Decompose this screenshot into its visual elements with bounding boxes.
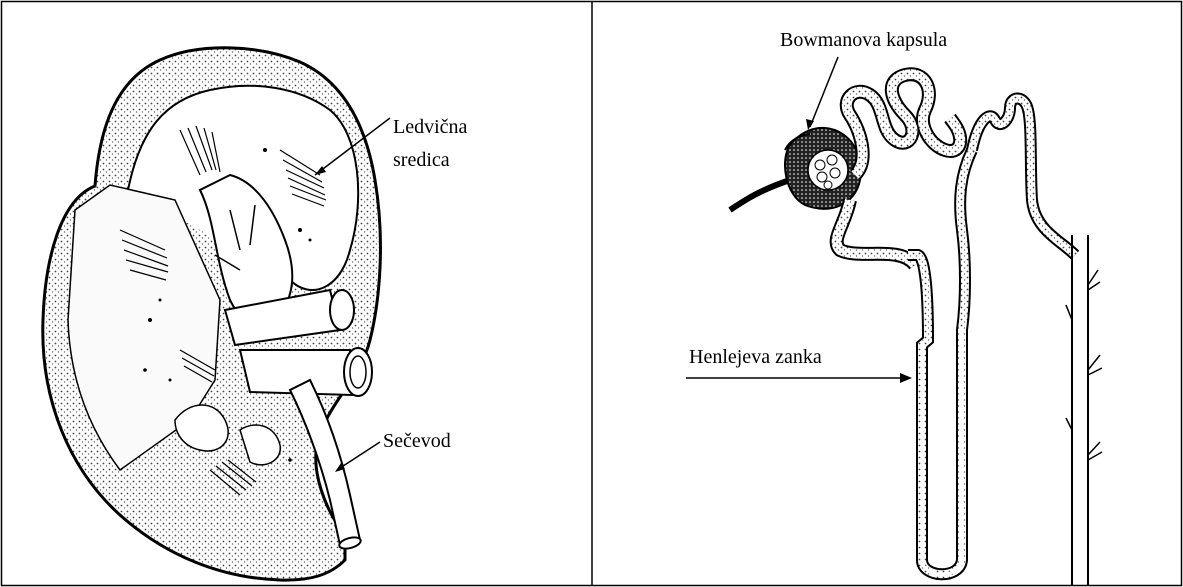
label-henle: Henlejeva zanka [689,346,822,368]
label-bowman: Bowmanova kapsula [780,29,947,51]
pointer-ureter [337,442,380,470]
pointer-bowman [810,57,838,127]
label-medulla-line1: Ledvična [393,116,468,138]
label-medulla-line2: sredica [393,149,450,171]
collecting-duct [1072,235,1088,585]
kidney-illustration [43,48,381,580]
label-ureter: Sečevod [383,430,451,452]
nephron-illustration [730,74,1102,585]
